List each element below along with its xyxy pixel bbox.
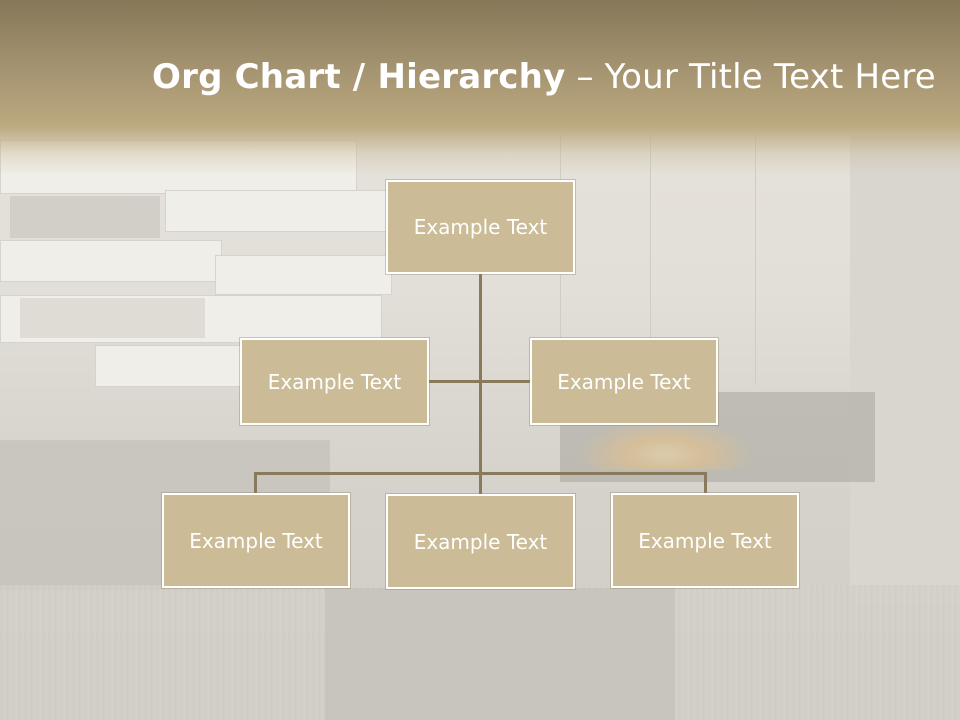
- title-band: [0, 0, 960, 175]
- coffee-table: [325, 588, 675, 720]
- slide-title[interactable]: Org Chart / Hierarchy – Your Title Text …: [152, 52, 936, 102]
- panel-line: [650, 135, 651, 385]
- org-node-label: Example Text: [413, 529, 548, 554]
- panel-line: [755, 135, 756, 385]
- fire-glow: [575, 418, 755, 470]
- wall-plank: [0, 295, 382, 343]
- org-node-level3-left[interactable]: Example Text: [162, 493, 350, 588]
- wall-plank: [215, 255, 392, 295]
- wall-shadow: [10, 196, 160, 238]
- org-node-level3-right[interactable]: Example Text: [611, 493, 799, 588]
- wall-panel: [850, 135, 960, 605]
- wall-plank: [0, 240, 222, 282]
- org-node-level2-right[interactable]: Example Text: [530, 338, 718, 425]
- connector-level3: [254, 472, 707, 475]
- wall-shadow: [20, 298, 205, 338]
- org-node-level3-center[interactable]: Example Text: [386, 494, 575, 589]
- connector-level2: [428, 380, 532, 383]
- wall-plank: [165, 190, 412, 232]
- connector-drop-left: [254, 472, 257, 496]
- org-node-label: Example Text: [638, 528, 772, 553]
- connector-drop-right: [704, 472, 707, 496]
- org-node-label: Example Text: [413, 215, 548, 239]
- title-separator: –: [565, 57, 605, 97]
- org-node-label: Example Text: [267, 369, 402, 394]
- org-node-label: Example Text: [189, 528, 323, 553]
- title-bold: Org Chart / Hierarchy: [152, 57, 566, 97]
- org-node-level2-left[interactable]: Example Text: [240, 338, 429, 425]
- connector-trunk: [479, 272, 482, 496]
- org-node-label: Example Text: [557, 369, 691, 394]
- org-node-root[interactable]: Example Text: [386, 180, 575, 274]
- title-rest: Your Title Text Here: [604, 57, 936, 97]
